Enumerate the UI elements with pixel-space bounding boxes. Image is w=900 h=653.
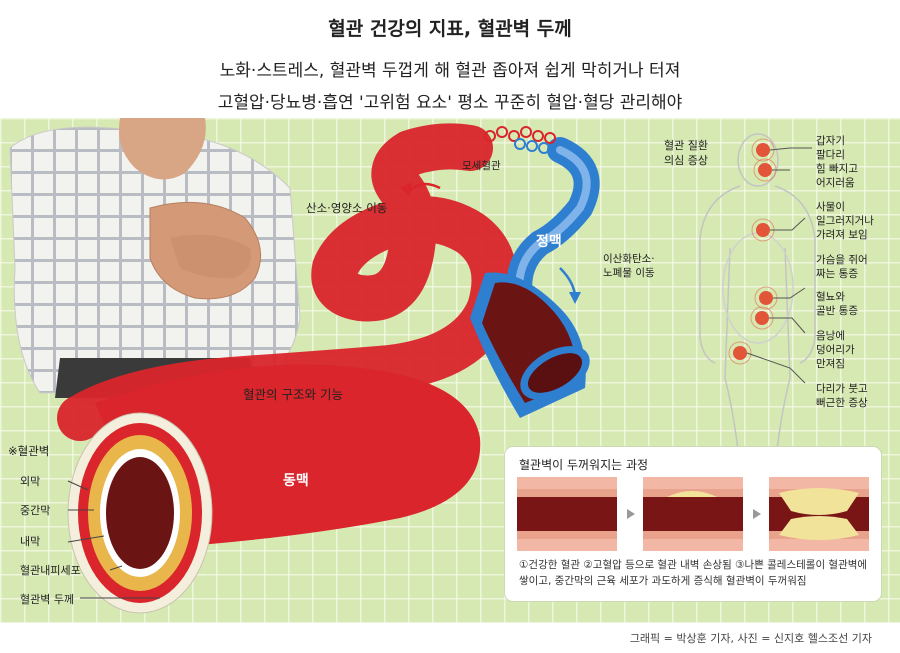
- vein-tube: [506, 137, 600, 311]
- symptom-4-line: 골반 통증: [816, 305, 858, 317]
- symptom-5: 음낭에 덩어리가 만져짐: [816, 329, 855, 371]
- symptoms-title: 혈관 질환 의심 증상: [664, 138, 708, 168]
- stage-healthy: [517, 477, 617, 551]
- process-caption-line1: ①건강한 혈관 ②고혈압 등으로 혈관 내벽 손상됨 ③나쁜 콜레스테롤이 혈관…: [519, 559, 868, 571]
- co2-label-line2: 노폐물 이동: [603, 267, 655, 279]
- co2-label-line1: 이산화탄소·: [603, 253, 655, 265]
- symptom-1: 갑자기 팔다리 힘 빠지고 어지러움: [816, 134, 858, 190]
- symptom-markers: [728, 138, 778, 365]
- symptom-6-line: 다리가 붓고: [816, 383, 868, 395]
- artery-label: 동맥: [283, 473, 309, 489]
- symptom-4: 혈뇨와 골반 통증: [816, 290, 858, 318]
- nutrient-label: 산소·영양소 이동: [306, 201, 388, 215]
- symptoms-title-line1: 혈관 질환: [664, 139, 708, 152]
- symptom-4-line: 혈뇨와: [816, 291, 845, 303]
- header: 혈관 건강의 지표, 혈관벽 두께 노화·스트레스, 혈관벽 두껍게 해 혈관 …: [0, 0, 900, 120]
- credit-line: 그래픽 = 박상훈 기자, 사진 = 신지호 헬스조선 기자: [629, 632, 872, 645]
- wall-title: ※혈관벽: [8, 444, 50, 458]
- infographic-panel: 모세혈관 산소·영양소 이동 정맥 이산화탄소· 노폐물 이동 혈관의 구조와 …: [0, 118, 900, 623]
- process-stages: [517, 477, 869, 551]
- symptom-2: 사물이 일그러지거나 가려져 보임: [816, 200, 874, 242]
- process-caption: ①건강한 혈관 ②고혈압 등으로 혈관 내벽 손상됨 ③나쁜 콜레스테롤이 혈관…: [519, 557, 871, 589]
- wall-layer-outer: 외막: [20, 475, 41, 488]
- capillary-label: 모세혈관: [462, 160, 501, 172]
- subtitle-2: 고혈압·당뇨병·흡연 '고위험 요소' 평소 꾸준히 혈압·혈당 관리해야: [217, 93, 683, 113]
- wall-layer-endothelium: 혈관내피세포: [20, 564, 81, 577]
- wall-layer-middle: 중간막: [20, 504, 51, 517]
- thickening-process-panel: 혈관벽이 두꺼워지는 과정: [505, 447, 881, 601]
- artery-cross-section: [67, 412, 213, 614]
- stage-thickened: [769, 477, 869, 551]
- symptoms-title-line2: 의심 증상: [664, 154, 708, 167]
- symptom-5-line: 만져짐: [816, 358, 845, 370]
- symptom-1-line: 어지러움: [816, 177, 855, 189]
- arrow-2: [753, 509, 761, 519]
- symptom-6: 다리가 붓고 뻐근한 증상: [816, 382, 868, 410]
- blood-vessel-diagram: [57, 123, 816, 614]
- vein-label: 정맥: [536, 234, 562, 250]
- symptom-1-line: 팔다리: [816, 149, 845, 161]
- structure-label: 혈관의 구조와 기능: [243, 387, 343, 402]
- symptom-5-line: 덩어리가: [816, 344, 855, 356]
- symptom-3-line: 가슴을 쥐어: [816, 254, 868, 266]
- wall-layer-inner: 내막: [20, 535, 41, 548]
- symptom-3-line: 짜는 통증: [816, 268, 858, 280]
- symptom-6-line: 뻐근한 증상: [816, 397, 868, 409]
- symptom-2-line: 사물이: [816, 201, 845, 213]
- stage-damaged: [643, 477, 743, 551]
- symptom-5-line: 음낭에: [816, 330, 845, 342]
- symptom-2-line: 가려져 보임: [816, 229, 868, 241]
- symptom-2-line: 일그러지거나: [816, 215, 874, 227]
- symptom-3: 가슴을 쥐어 짜는 통증: [816, 253, 868, 281]
- process-title: 혈관벽이 두꺼워지는 과정: [519, 458, 649, 472]
- symptom-1-line: 힘 빠지고: [816, 163, 858, 175]
- arrow-1: [627, 509, 635, 519]
- capillary-network: [484, 126, 556, 144]
- subtitle-1: 노화·스트레스, 혈관벽 두껍게 해 혈관 좁아져 쉽게 막히거나 터져: [219, 61, 681, 81]
- process-caption-line2: 쌓이고, 중간막의 근육 세포가 과도하게 증식해 혈관벽이 두꺼워짐: [519, 575, 807, 587]
- page-title: 혈관 건강의 지표, 혈관벽 두께: [328, 18, 572, 40]
- co2-label: 이산화탄소· 노폐물 이동: [603, 252, 655, 280]
- symptom-1-line: 갑자기: [816, 135, 845, 147]
- wall-thickness-label: 혈관벽 두께: [20, 593, 75, 606]
